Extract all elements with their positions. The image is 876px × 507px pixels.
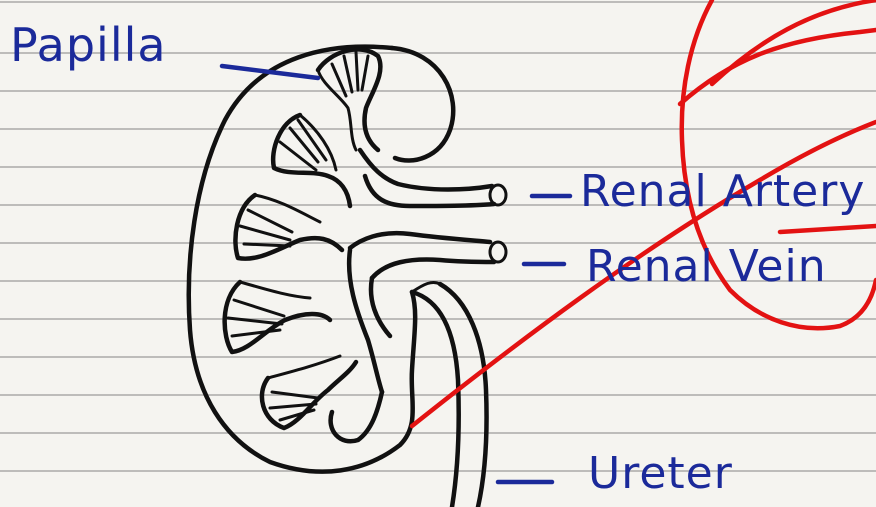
kidney-hilum-curve — [392, 48, 453, 161]
ureter-right — [440, 284, 487, 507]
calyx-4 — [262, 362, 356, 428]
papilla-pointer-line — [222, 66, 318, 78]
calyx-2-striations — [240, 210, 292, 246]
calyx-5 — [331, 392, 382, 441]
renal-vein — [350, 233, 490, 248]
label-renal-artery: Renal Artery — [580, 170, 865, 214]
label-renal-vein: Renal Vein — [586, 245, 827, 289]
renal-vein-end — [490, 242, 506, 262]
papilla-top — [318, 49, 380, 150]
calyx-1-striations — [280, 120, 326, 170]
label-ureter: Ureter — [588, 452, 733, 496]
calyx-3-striations — [228, 300, 284, 336]
red-scribble-diagonal-top — [680, 30, 876, 104]
papilla-top-striations — [332, 52, 368, 96]
renal-artery-end — [490, 185, 506, 205]
calyx-2 — [235, 195, 342, 259]
kidney-outline — [189, 47, 415, 472]
red-scribble-tick — [780, 226, 876, 232]
calyx-1 — [273, 115, 350, 206]
ureter-left — [412, 292, 459, 507]
label-papilla: Papilla — [10, 22, 167, 68]
